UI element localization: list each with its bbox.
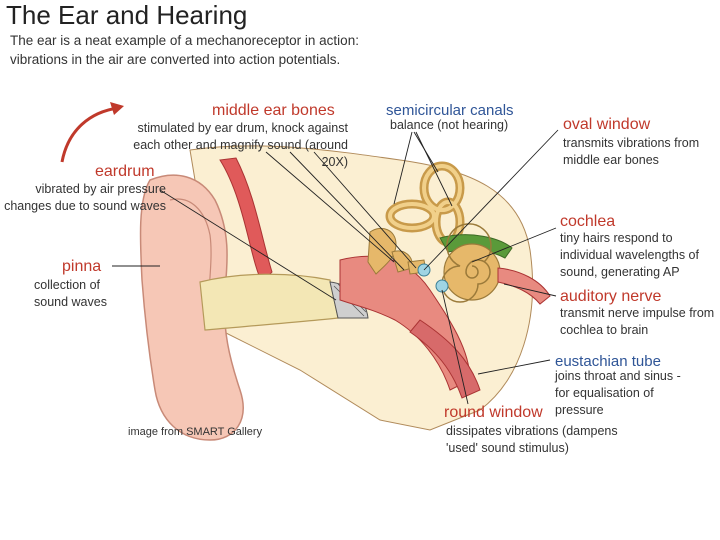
label-middle-ear-bones: middle ear bones — [212, 102, 335, 119]
intro-text: The ear is a neat example of a mechanore… — [10, 33, 359, 67]
desc-eustachian-tube: joins throat and sinus - for equalisatio… — [555, 369, 681, 417]
desc-cochlea: tiny hairs respond to individual wavelen… — [560, 231, 699, 279]
label-oval-window: oval window — [563, 116, 651, 133]
desc-eardrum: vibrated by air pressure changes due to … — [4, 182, 166, 213]
label-auditory-nerve: auditory nerve — [560, 288, 662, 305]
label-eustachian-tube: eustachian tube — [555, 353, 661, 370]
image-credit: image from SMART Gallery — [128, 426, 263, 438]
label-cochlea: cochlea — [560, 213, 616, 230]
label-pinna: pinna — [62, 258, 102, 275]
pinna-shape — [139, 174, 244, 441]
page-title: The Ear and Hearing — [6, 0, 248, 30]
desc-auditory-nerve: transmit nerve impulse from cochlea to b… — [560, 306, 715, 337]
desc-semicircular-canals: balance (not hearing) — [390, 118, 509, 132]
label-semicircular-canals: semicircular canals — [386, 102, 514, 119]
desc-middle-ear-bones: stimulated by ear drum, knock against ea… — [133, 121, 348, 169]
desc-round-window: dissipates vibrations (dampens 'used' so… — [446, 424, 618, 455]
label-round-window: round window — [444, 404, 543, 421]
desc-pinna: collection of sound waves — [34, 278, 107, 309]
curved-arrow-icon — [60, 102, 124, 163]
leader-lines — [112, 129, 559, 405]
desc-oval-window: transmits vibrations from middle ear bon… — [563, 136, 700, 167]
label-eardrum: eardrum — [95, 163, 155, 180]
